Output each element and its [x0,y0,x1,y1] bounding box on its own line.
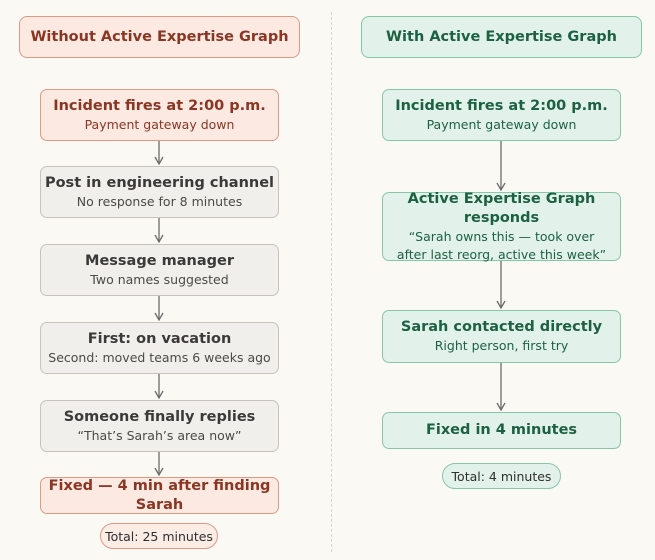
right-step-fixed: Fixed in 4 minutes [382,412,621,449]
left-step-subtitle: No response for 8 minutes [76,193,243,209]
right-step-subtitle-line2: after last reorg, active this week” [396,246,607,262]
right-step-title: Active Expertise Graph responds [407,190,596,226]
left-step-someone-replies: Someone finally replies “That’s Sarah’s … [40,400,279,452]
right-step-title: Fixed in 4 minutes [425,422,578,438]
left-step-title: Message manager [85,252,234,269]
right-step-subtitle: Payment gateway down [426,116,577,132]
right-header-label: With Active Expertise Graph [386,29,617,45]
left-step-incident: Incident fires at 2:00 p.m. Payment gate… [40,89,279,141]
left-total-label: Total: 25 minutes [105,528,213,544]
right-step-title: Sarah contacted directly [400,319,603,335]
right-step-sarah-contacted: Sarah contacted directly Right person, f… [382,310,621,363]
left-step-title: Incident fires at 2:00 p.m. [53,97,266,114]
left-step-subtitle: “That’s Sarah’s area now” [77,427,242,443]
right-step-graph-responds: Active Expertise Graph responds “Sarah o… [382,190,621,262]
right-step-incident: Incident fires at 2:00 p.m. Payment gate… [382,89,621,141]
left-step-on-vacation: First: on vacation Second: moved teams 6… [40,322,279,374]
left-step-subtitle: Payment gateway down [84,116,235,132]
right-column-header: With Active Expertise Graph [361,16,642,58]
left-step-title: Fixed — 4 min after finding Sarah [48,477,271,513]
right-step-title: Incident fires at 2:00 p.m. [395,97,608,114]
column-divider [331,12,332,552]
right-total-label: Total: 4 minutes [451,468,552,484]
left-header-label: Without Active Expertise Graph [30,29,289,45]
left-column-header: Without Active Expertise Graph [19,16,300,58]
left-step-message-manager: Message manager Two names suggested [40,244,279,296]
left-total-badge: Total: 25 minutes [100,523,218,549]
left-step-title: First: on vacation [87,330,232,347]
right-step-subtitle: “Sarah owns this — took over [408,228,595,244]
right-total-badge: Total: 4 minutes [442,463,561,489]
left-step-post-channel: Post in engineering channel No response … [40,166,279,218]
left-step-fixed: Fixed — 4 min after finding Sarah [40,477,279,514]
left-step-subtitle: Second: moved teams 6 weeks ago [48,349,271,365]
left-step-title: Post in engineering channel [44,174,275,191]
left-step-subtitle: Two names suggested [90,271,229,287]
right-step-subtitle: Right person, first try [434,338,569,353]
left-step-title: Someone finally replies [63,408,256,425]
